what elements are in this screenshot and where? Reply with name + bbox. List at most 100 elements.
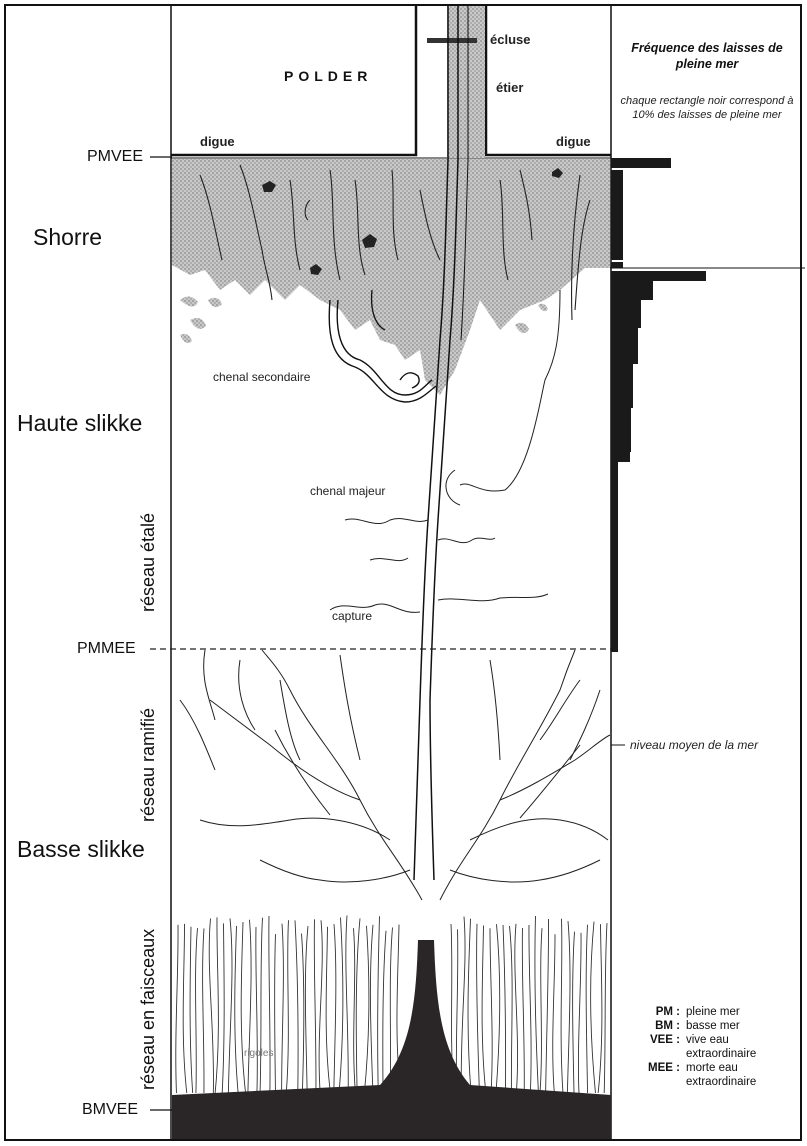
rill (591, 922, 596, 1093)
frequency-title: Fréquence des laisses de pleine mer (612, 40, 802, 72)
rill (241, 922, 245, 1093)
frequency-bar (611, 452, 630, 462)
label-digue-right: digue (556, 134, 591, 149)
rill (364, 926, 368, 1093)
rill (468, 919, 471, 1093)
frequency-bar (611, 281, 653, 300)
rill (319, 920, 322, 1093)
frequency-bars (611, 158, 706, 652)
rill (339, 918, 343, 1093)
rill (546, 919, 549, 1093)
rill (196, 928, 198, 1093)
rill (529, 925, 531, 1093)
rill (378, 916, 380, 1093)
rill (228, 918, 232, 1093)
rill (356, 918, 360, 1093)
rill (183, 924, 187, 1093)
rill (573, 932, 575, 1093)
rill (346, 915, 348, 1093)
rill (176, 925, 178, 1093)
etier-corridor (447, 6, 485, 158)
abbreviation-legend: PM :pleine mer BM :basse mer VEE :vive e… (622, 1005, 796, 1089)
rill (390, 927, 392, 1093)
legend-row: PM :pleine mer (622, 1005, 796, 1019)
zone-shorre: Shorre (33, 224, 102, 251)
label-polder: POLDER (284, 68, 372, 84)
rill (496, 924, 500, 1093)
slikke-boundary (460, 290, 560, 491)
ramified-network (180, 650, 610, 900)
rill (235, 926, 238, 1093)
legend-value: pleine mer (686, 1005, 796, 1019)
frequency-bar (611, 158, 671, 168)
legend-value: basse mer (686, 1019, 796, 1033)
rill (586, 925, 587, 1093)
rill (461, 917, 465, 1093)
rill (282, 924, 284, 1093)
rill (286, 920, 288, 1093)
label-chenal-secondaire: chenal secondaire (213, 370, 310, 384)
rill (215, 917, 218, 1093)
rill (383, 931, 386, 1093)
rill (334, 924, 336, 1093)
frequency-bar (611, 300, 641, 328)
label-rigoles: rigoles (244, 1048, 273, 1059)
legend-value: morte eau extraordinaire (686, 1061, 796, 1089)
rill (578, 933, 581, 1093)
label-chenal-majeur: chenal majeur (310, 484, 385, 498)
rill (295, 920, 298, 1093)
rill (260, 918, 262, 1093)
frequency-note: chaque rectangle noir correspond à 10% d… (612, 94, 802, 122)
rill (535, 916, 539, 1093)
rill (190, 927, 193, 1093)
rill (567, 921, 570, 1093)
level-pmmee: PMMEE (77, 640, 136, 658)
frequency-bar (611, 271, 706, 281)
frequency-bar (611, 462, 618, 652)
label-ecluse: écluse (490, 32, 530, 47)
rill (540, 928, 542, 1093)
shorre-area (172, 159, 610, 395)
legend-row: MEE :morte eau extraordinaire (622, 1061, 796, 1089)
rill (522, 928, 524, 1093)
rill (503, 925, 506, 1093)
channel-mouth (172, 940, 611, 1095)
level-pmvee: PMVEE (87, 148, 143, 166)
rill (604, 923, 607, 1093)
frequency-bar (611, 262, 623, 268)
rill-network (176, 915, 607, 1093)
rill (561, 919, 563, 1093)
frequency-bar (611, 328, 638, 364)
rill (269, 916, 270, 1093)
rill (510, 926, 513, 1093)
zone-basse-slikke: Basse slikke (17, 836, 145, 863)
legend-row: VEE :vive eau extraordinaire (622, 1033, 796, 1061)
rill (222, 923, 224, 1093)
rill (370, 925, 373, 1093)
rill (203, 928, 204, 1093)
rill (326, 927, 330, 1093)
rill (209, 919, 213, 1093)
frequency-bar (611, 364, 633, 408)
frequency-bar (611, 200, 623, 230)
rill (275, 934, 276, 1093)
legend-key: PM : (622, 1005, 686, 1019)
rill (305, 926, 308, 1093)
label-capture: capture (332, 609, 372, 623)
label-digue-left: digue (200, 134, 235, 149)
rill (314, 919, 316, 1093)
legend-key: VEE : (622, 1033, 686, 1061)
legend-row: BM :basse mer (622, 1019, 796, 1033)
rill (515, 924, 518, 1093)
legend-key: MEE : (622, 1061, 686, 1089)
rill (490, 928, 492, 1093)
rill (354, 928, 356, 1093)
rill (482, 926, 486, 1093)
network-ramifie: réseau ramifié (138, 708, 159, 822)
network-etale: réseau étalé (138, 513, 159, 612)
rill (553, 934, 555, 1093)
dyke-outline (171, 6, 611, 155)
zone-haute-slikke: Haute slikke (17, 410, 142, 437)
frequency-bar (611, 230, 623, 260)
